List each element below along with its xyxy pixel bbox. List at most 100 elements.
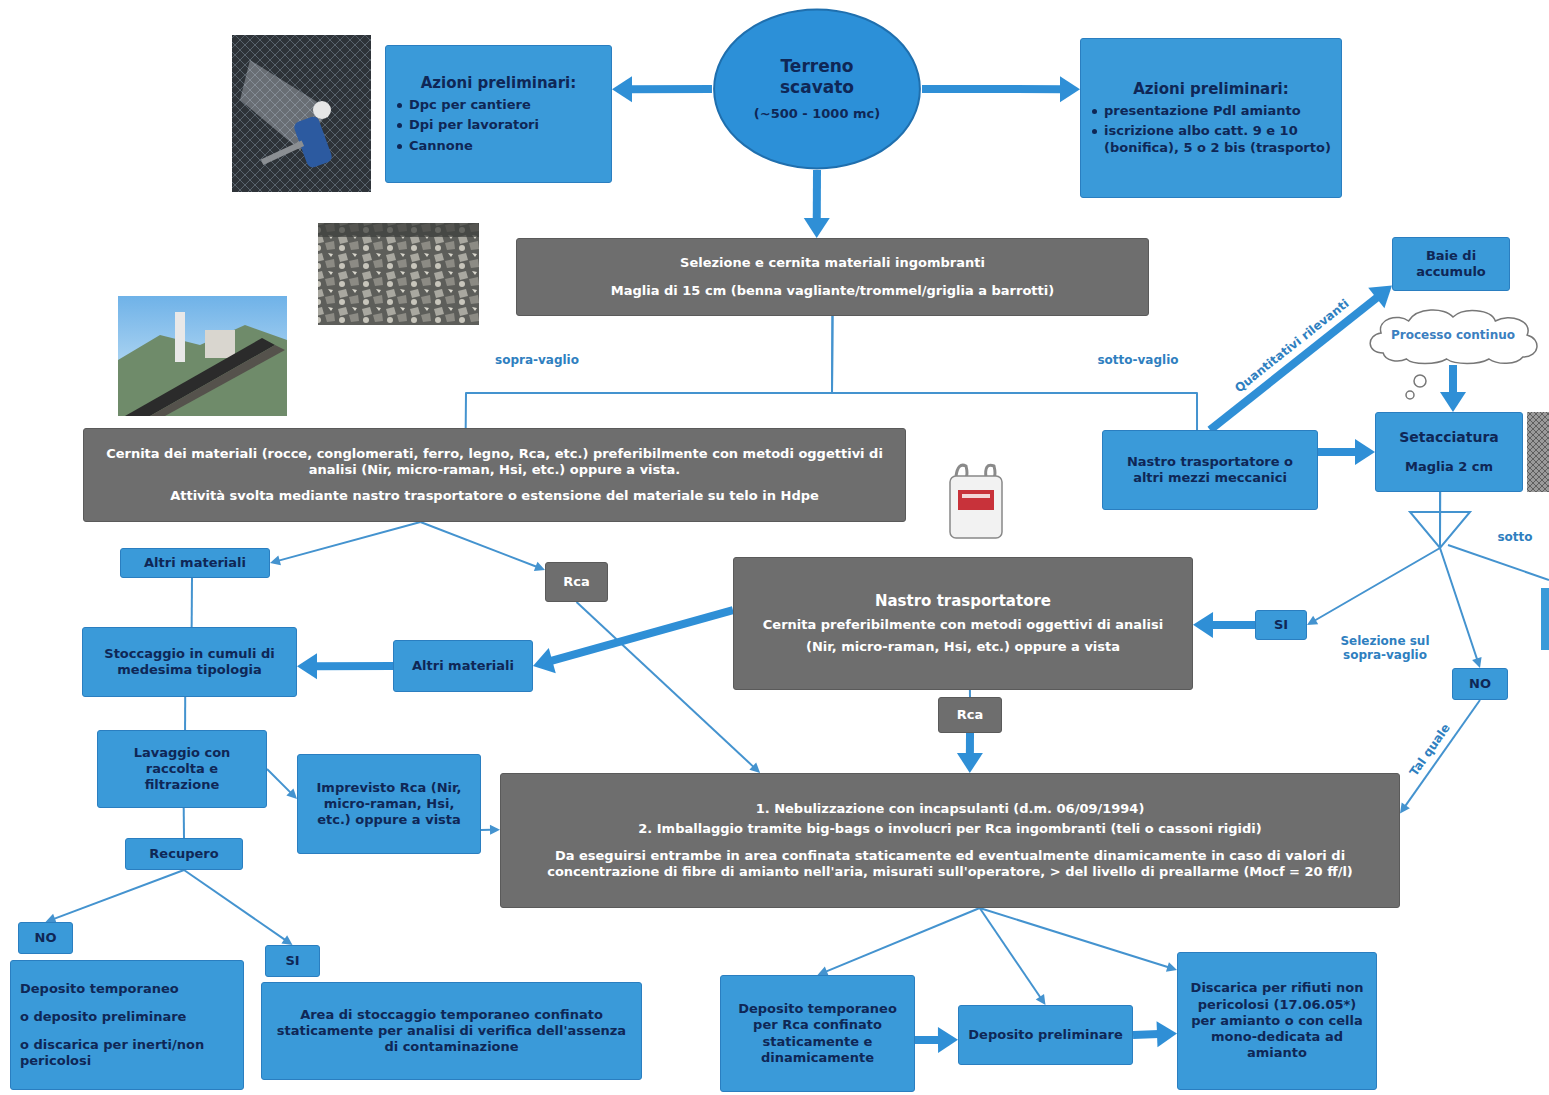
box-text: Altri materiali <box>412 658 514 674</box>
arrow-head <box>533 648 556 673</box>
note-cloud: Processo continuo <box>1362 305 1544 365</box>
connector-line <box>420 522 545 571</box>
box-subtext: Cannone <box>409 138 602 154</box>
box-text: Azioni preliminari: <box>1133 80 1289 99</box>
connector-line <box>1307 492 1440 625</box>
block-arrow <box>804 170 830 238</box>
box-subtext: Dpi per lavoratori <box>409 117 602 133</box>
action-box: Azioni preliminari: presentazione Pdl ami… <box>1080 38 1342 198</box>
photo-ground <box>232 35 371 192</box>
box-text: Nastro trasportatore <box>875 592 1051 611</box>
block-arrow <box>533 610 733 673</box>
box-text: SI <box>285 953 299 969</box>
photo-building <box>205 330 235 358</box>
connector-path <box>980 908 1169 967</box>
arrow-head <box>1355 439 1375 465</box>
storage-box: Baie di accumulo <box>1392 237 1510 291</box>
thought-bubble <box>1414 375 1426 387</box>
box-subtext: presentazione Pdl amianto <box>1104 103 1332 119</box>
spray-cannon <box>261 141 304 165</box>
connector-path <box>966 733 974 755</box>
arrow-head <box>1193 612 1213 638</box>
box-text: SI <box>1274 617 1288 633</box>
box-subtext: Maglia di 15 cm (benna vagliante/trommel… <box>611 283 1054 299</box>
photo-hills <box>118 325 287 416</box>
box-text: Altri materiali <box>144 555 246 571</box>
process-box: Cernita dei materiali (rocce, conglomera… <box>83 428 906 522</box>
photo-sieve <box>1527 412 1549 492</box>
box-text: Cernita dei materiali (rocce, conglomera… <box>93 446 896 479</box>
box-subtext: Attività svolta mediante nastro trasport… <box>170 488 819 504</box>
box-text: 1. Nebulizzazione con incapsulanti (d.m.… <box>756 801 1145 817</box>
photo-sky <box>118 296 287 416</box>
box-subtext: Cernita preferibilmente con metodi ogget… <box>763 617 1163 633</box>
bullet-item: presentazione Pdl amianto <box>1090 103 1332 119</box>
arrow-head <box>612 76 632 102</box>
bullet-dot <box>397 123 402 128</box>
connector-path <box>1210 297 1378 430</box>
box-text: Discarica per rifiuti non pericolosi (17… <box>1187 980 1367 1061</box>
big-bag-icon <box>950 465 1002 538</box>
box-subtext: 2. Imballaggio tramite big-bags o involu… <box>638 821 1261 837</box>
connector-path <box>184 697 186 730</box>
connector-path <box>969 690 971 697</box>
connector-path <box>466 316 833 428</box>
arrow-head <box>1472 657 1481 668</box>
connector-line <box>466 316 833 428</box>
box-text: Azioni preliminari: <box>421 74 577 93</box>
connector-path <box>183 808 185 838</box>
box-text: NO <box>35 930 57 946</box>
connector-line <box>183 808 184 838</box>
block-arrow <box>297 653 393 679</box>
box-text: Rca <box>957 707 984 723</box>
box-text: Imprevisto Rca (Nir, micro-raman, Hsi, e… <box>307 780 471 829</box>
box-text: Stoccaggio in cumuli di medesima tipolog… <box>92 646 287 679</box>
box-text: Baie di accumulo <box>1402 248 1500 281</box>
connector-line <box>481 825 500 835</box>
connector-path <box>279 522 421 561</box>
arrow-head <box>281 935 292 945</box>
worker-head <box>313 101 331 119</box>
block-arrow <box>612 76 712 102</box>
process-box: Imprevisto Rca (Nir, micro-raman, Hsi, e… <box>297 754 481 854</box>
connector-path <box>267 769 291 793</box>
connector-path <box>481 829 491 831</box>
box-text: Deposito preliminare <box>968 1027 1122 1043</box>
source-ellipse: Terreno scavato(~500 - 1000 mc) <box>712 8 922 170</box>
connector-line <box>1400 700 1480 814</box>
photo-net <box>232 35 371 192</box>
process-box: Lavaggio con raccolta e filtrazione <box>97 730 267 808</box>
arrow-head <box>804 218 830 238</box>
rubble-shadow <box>318 223 479 237</box>
connector-path <box>1405 700 1480 806</box>
box-text: Terreno scavato <box>757 56 877 99</box>
connector-line <box>184 870 293 945</box>
connector-line <box>191 578 192 627</box>
destination-box: Deposito temporaneoo deposito preliminar… <box>10 960 244 1090</box>
arrow-head <box>534 562 545 571</box>
edge-label: Selezione sul sopra-vaglio <box>1318 634 1452 663</box>
box-subtext: Dpc per cantiere <box>409 97 602 113</box>
block-arrow <box>1318 439 1375 465</box>
arrow-head <box>749 763 760 773</box>
arrow-head <box>490 825 500 835</box>
connector-path <box>420 522 536 567</box>
decision-tag: NO <box>18 922 73 954</box>
bullet-item: iscrizione albo catt. 9 e 10 (bonifica),… <box>1090 123 1332 156</box>
destination-box: Discarica per rifiuti non pericolosi (17… <box>1177 952 1377 1090</box>
arrow-head <box>1440 392 1466 412</box>
connector-path <box>315 662 393 670</box>
box-text: Setacciatura <box>1399 429 1499 447</box>
block-arrow <box>1133 1021 1177 1047</box>
bag-body <box>950 476 1002 538</box>
bullet-item: Dpi per lavoratori <box>395 117 602 133</box>
arrow-head <box>938 1027 958 1053</box>
block-arrow <box>1193 612 1255 638</box>
process-box: Nastro trasportatore o altri mezzi mecca… <box>1102 430 1318 510</box>
output-box: Altri materiali <box>393 640 533 692</box>
box-text: Deposito temporaneo per Rca confinato st… <box>730 1001 905 1066</box>
destination-box: Area di stoccaggio temporaneo confinato … <box>261 982 642 1080</box>
block-arrow <box>1440 365 1466 412</box>
arrow-head <box>1157 1021 1177 1047</box>
